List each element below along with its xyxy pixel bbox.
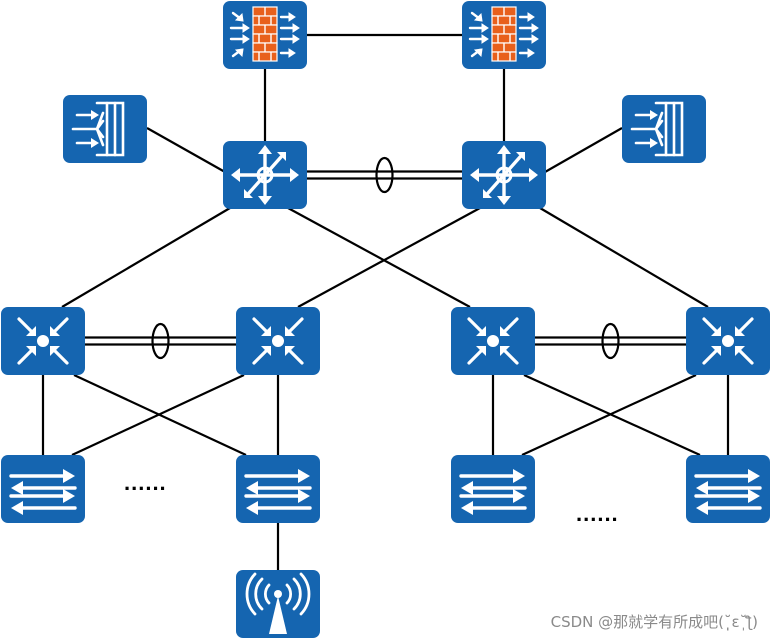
watermark: CSDN @那就学有所成吧(˘̩̩̩ε˘̩ƪ) — [550, 613, 758, 631]
lag-ellipse — [375, 156, 394, 194]
access-switch-icon — [451, 455, 535, 523]
aggregation-switch-icon — [1, 307, 85, 375]
access-switch-icon — [1, 455, 85, 523]
link-core-2-agg-2 — [297, 207, 481, 308]
load-balancer-icon — [63, 95, 147, 163]
link-aggregation-agg-1-agg-2 — [85, 322, 236, 360]
link-aggregation-layer — [85, 156, 686, 360]
link-agg-3-acc-4 — [523, 373, 701, 457]
access-switch-icon — [236, 455, 320, 523]
link-agg-4-acc-3 — [521, 374, 697, 456]
link-lb-1-core-1 — [146, 127, 226, 173]
wireless-ap-icon — [236, 570, 320, 638]
link-aggregation-core-1-core-2 — [307, 156, 462, 194]
links-layer — [41, 33, 730, 570]
ellipsis-left: ...... — [124, 470, 167, 495]
ellipsis-right: ...... — [576, 501, 619, 526]
firewall-icon — [223, 1, 307, 69]
aggregation-switch-icon — [236, 307, 320, 375]
link-core-1-agg-3 — [287, 207, 471, 308]
router-icon — [223, 141, 307, 209]
lag-ellipse — [601, 322, 620, 360]
link-agg-2-acc-1 — [71, 374, 245, 456]
aggregation-switch-icon — [451, 307, 535, 375]
link-lb-2-core-2 — [544, 127, 623, 173]
link-core-2-agg-4 — [539, 207, 709, 308]
load-balancer-icon — [622, 95, 706, 163]
access-switch-icon — [686, 455, 770, 523]
firewall-icon — [462, 1, 546, 69]
link-aggregation-agg-3-agg-4 — [535, 322, 686, 360]
link-core-1-agg-1 — [61, 207, 231, 308]
router-icon — [462, 141, 546, 209]
lag-ellipse — [151, 322, 170, 360]
aggregation-switch-icon — [686, 307, 770, 375]
